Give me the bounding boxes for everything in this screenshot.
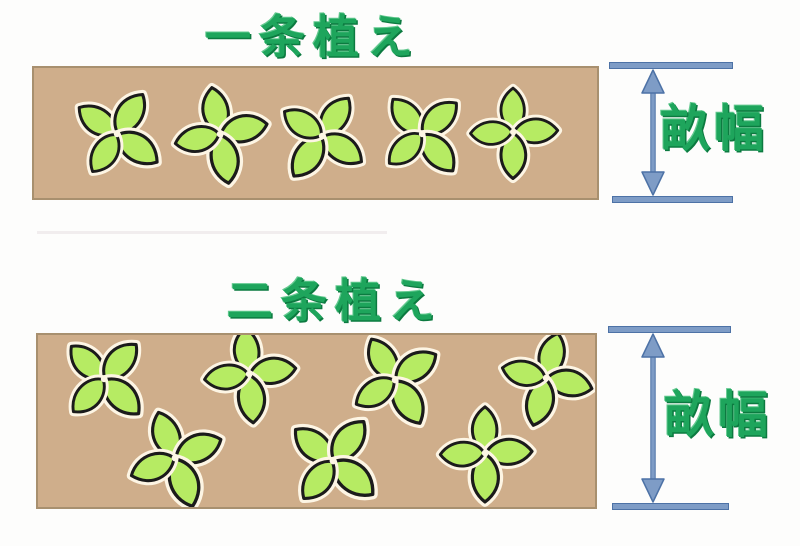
plant-sprout bbox=[52, 335, 158, 431]
single-row-bed bbox=[32, 66, 599, 200]
ridge-width-bottom-tick-2 bbox=[612, 503, 729, 510]
plant-sprout bbox=[282, 408, 388, 507]
single-row-section-title: 一条植え bbox=[205, 10, 421, 64]
ridge-width-label-1: 畝幅 bbox=[660, 100, 768, 158]
ridge-width-bottom-tick-1 bbox=[612, 196, 733, 203]
ridge-width-top-tick-2 bbox=[608, 326, 731, 333]
single-row-plants bbox=[34, 68, 597, 198]
plant-sprout bbox=[369, 79, 479, 188]
ridge-width-arrow-1 bbox=[641, 69, 665, 196]
plant-sprout bbox=[454, 72, 574, 193]
double-row-bed bbox=[36, 333, 597, 509]
plant-sprout bbox=[72, 88, 164, 178]
ridge-width-label-2: 畝幅 bbox=[664, 386, 772, 444]
ridge-width-arrow-2 bbox=[641, 333, 665, 503]
plant-sprout bbox=[489, 335, 595, 438]
double-row-section-title: 二条植え bbox=[227, 274, 443, 328]
plant-sprout bbox=[156, 68, 287, 198]
plant-sprout bbox=[187, 335, 315, 439]
double-row-plants bbox=[38, 335, 595, 507]
bed-shadow-line bbox=[37, 231, 387, 234]
ridge-width-top-tick-1 bbox=[609, 62, 733, 69]
plant-sprout bbox=[278, 91, 368, 183]
